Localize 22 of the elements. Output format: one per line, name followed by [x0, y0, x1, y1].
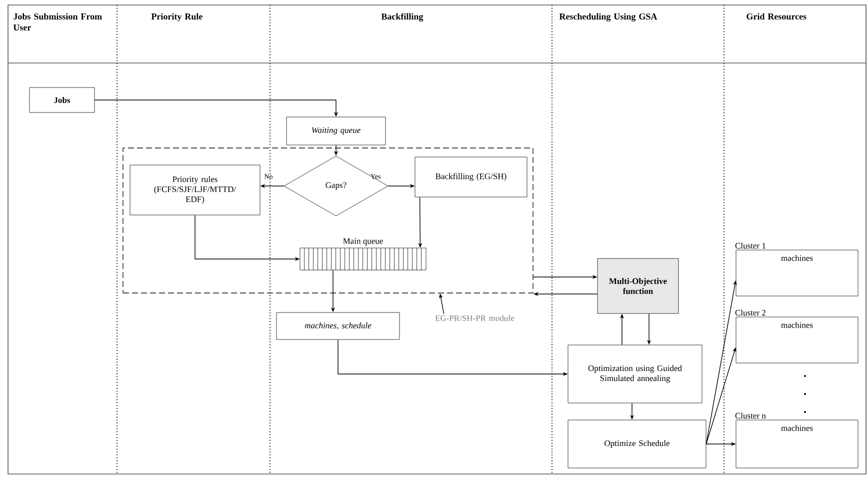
lane-title: Rescheduling Using GSA: [559, 13, 658, 22]
module-box: [122, 148, 534, 294]
queue-label: Main queue: [343, 238, 383, 246]
function-box: Multi-Objective function: [597, 258, 679, 314]
cluster-label: Cluster n: [735, 412, 766, 419]
process-box: Optimize Schedule: [568, 420, 706, 468]
process-box: Backfilling (EG/SH): [414, 156, 528, 198]
cluster-box: machines: [736, 250, 858, 296]
cluster-box: machines: [736, 316, 858, 364]
process-box: Optimization using Guided Simulated annealing: [568, 344, 702, 404]
lane-title: Grid Resources: [746, 13, 806, 20]
lane-title: Priority Rule: [151, 13, 202, 22]
cluster-box: machines: [736, 420, 858, 468]
cluster-label: Cluster 2: [735, 310, 766, 316]
cluster-label: Cluster 1: [735, 242, 766, 249]
process-box: Jobs: [29, 87, 95, 113]
process-box: machines, schedule: [276, 312, 400, 340]
lane-title: Backfilling: [381, 13, 424, 22]
process-box: Waiting queue: [286, 116, 386, 146]
module-label: EG-PR/SH-PR module: [435, 315, 514, 321]
lane-title: Jobs Submission From User: [13, 13, 102, 31]
process-box: Priority rules (FCFS/SJF/LJF/MTTD/ EDF): [130, 164, 260, 216]
